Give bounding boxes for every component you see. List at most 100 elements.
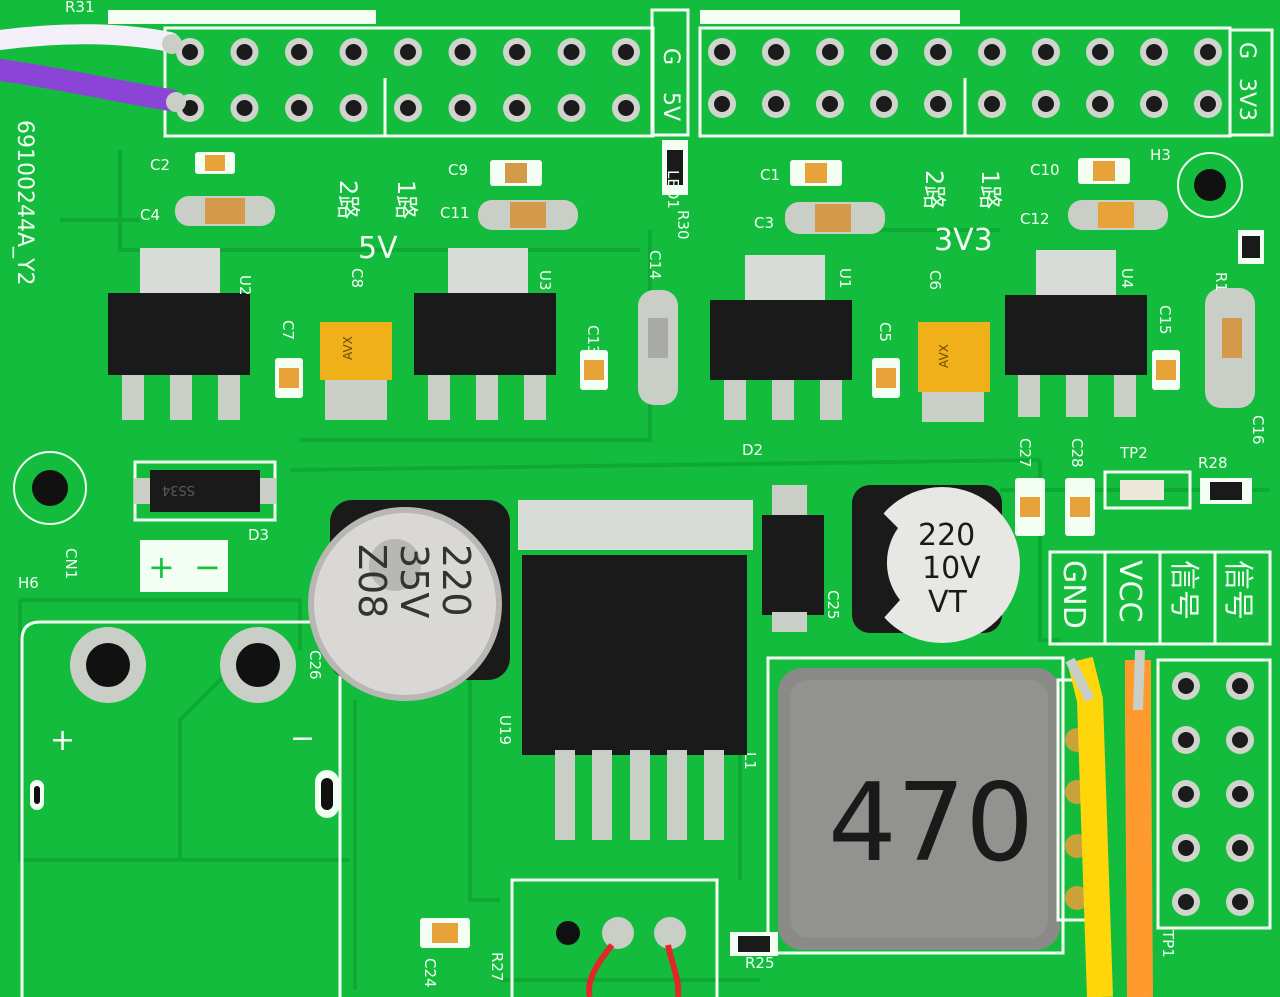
svg-text:TP1: TP1 — [1159, 929, 1177, 958]
header-pin — [708, 90, 736, 118]
svg-text:35V: 35V — [392, 544, 436, 618]
header-h6 — [1156, 658, 1272, 930]
svg-text:C7: C7 — [279, 320, 297, 340]
cap-c1 — [790, 160, 842, 186]
svg-text:C14: C14 — [646, 250, 664, 280]
cap-c3 — [785, 202, 885, 234]
svg-text:LED1: LED1 — [664, 170, 682, 209]
top-left-wires — [0, 24, 186, 112]
diode-d2 — [762, 485, 824, 632]
header-pin — [176, 38, 204, 66]
header-pin — [503, 94, 531, 122]
test-point-tp2 — [13, 451, 87, 525]
header-pin — [503, 38, 531, 66]
connector-cn1: + − — [20, 620, 342, 997]
header-pin — [1172, 780, 1200, 808]
svg-text:C10: C10 — [1030, 161, 1060, 179]
header-pin — [394, 38, 422, 66]
svg-text:U4: U4 — [1118, 268, 1136, 289]
svg-text:R25: R25 — [745, 954, 775, 972]
svg-text:C4: C4 — [140, 206, 160, 224]
svg-text:U2: U2 — [236, 275, 254, 296]
regulator-u4 — [1005, 250, 1147, 417]
svg-text:C3: C3 — [754, 214, 774, 232]
svg-text:470: 470 — [828, 761, 1034, 886]
svg-text:C11: C11 — [440, 204, 470, 222]
header-pin — [1172, 888, 1200, 916]
header-pin — [448, 94, 477, 122]
svg-text:C15: C15 — [1156, 305, 1174, 335]
header-pin — [285, 38, 313, 66]
svg-text:C24: C24 — [421, 958, 439, 988]
svg-text:R1: R1 — [1212, 272, 1230, 292]
svg-text:+: + — [148, 548, 175, 586]
header-pin — [448, 38, 477, 66]
header-pin — [230, 94, 259, 122]
header-label-g-left: G — [658, 48, 683, 65]
tantalum-c6: AVX — [918, 322, 990, 422]
svg-text:R30: R30 — [674, 210, 692, 240]
header-label-3v3: 3V3 — [1234, 78, 1259, 121]
cap-c9 — [490, 160, 542, 186]
regulator-u2 — [108, 248, 250, 420]
header-pin — [1086, 38, 1114, 66]
header-pin — [1172, 672, 1200, 700]
header-pin — [816, 90, 844, 118]
header-label-g-right: G — [1234, 42, 1259, 59]
svg-text:C26: C26 — [306, 650, 324, 680]
header-pins-left — [176, 38, 640, 122]
header-pin — [762, 90, 790, 118]
header-pin — [339, 94, 368, 122]
header-pins-right — [708, 38, 1222, 118]
label-gnd: GND — [1056, 560, 1091, 629]
voltage-label-5v: 5V — [358, 231, 398, 266]
svg-text:C1: C1 — [760, 166, 780, 184]
svg-text:H6: H6 — [18, 574, 39, 592]
header-pin — [612, 94, 640, 122]
electrolytic-cap-right: 220 10V VT — [852, 485, 1020, 643]
cn1-minus-label: − — [290, 721, 315, 756]
header-pin — [1172, 834, 1200, 862]
svg-text:R31: R31 — [65, 0, 95, 16]
header-pin — [394, 94, 422, 122]
route-label-4: 1路 — [976, 170, 1004, 209]
svg-text:SS34: SS34 — [162, 482, 195, 497]
regulator-u3 — [414, 248, 556, 420]
svg-text:−: − — [194, 548, 221, 586]
electrolytic-cap-left: 220 35V Z08 — [308, 500, 510, 701]
header-pin — [816, 38, 844, 66]
svg-text:H3: H3 — [1150, 146, 1171, 164]
svg-text:Z08: Z08 — [350, 544, 394, 618]
header-pin — [1032, 90, 1060, 118]
svg-text:C25: C25 — [824, 590, 842, 620]
smd-caps-top — [175, 152, 1168, 234]
header-pin — [1032, 38, 1060, 66]
ic-u19 — [518, 500, 753, 840]
header-pin — [557, 38, 586, 66]
header-pin — [870, 38, 898, 66]
svg-text:C5: C5 — [876, 322, 894, 342]
svg-text:VT: VT — [928, 585, 968, 620]
header-pin — [1194, 38, 1222, 66]
svg-text:L1: L1 — [741, 752, 759, 770]
svg-text:220: 220 — [434, 544, 478, 617]
smd-caps-mid — [275, 140, 1264, 408]
svg-text:R28: R28 — [1198, 454, 1228, 472]
header-pin — [1226, 672, 1254, 700]
board-id-label: 69100244A_Y2 — [12, 120, 37, 285]
connector-label-panel: GND VCC 信号 信号 — [1048, 550, 1272, 646]
header-pin — [230, 38, 259, 66]
header-pin — [1226, 834, 1254, 862]
cap-c10 — [1078, 158, 1130, 184]
route-label-3: 2路 — [920, 170, 948, 209]
svg-text:AVX: AVX — [937, 344, 951, 368]
svg-text:R27: R27 — [488, 952, 506, 982]
cap-c11 — [478, 200, 578, 230]
header-pin — [557, 94, 586, 122]
cap-c2 — [195, 152, 235, 174]
svg-text:C6: C6 — [926, 270, 944, 290]
header-pin — [870, 90, 898, 118]
header-pin — [1172, 726, 1200, 754]
svg-text:C13: C13 — [584, 325, 602, 355]
